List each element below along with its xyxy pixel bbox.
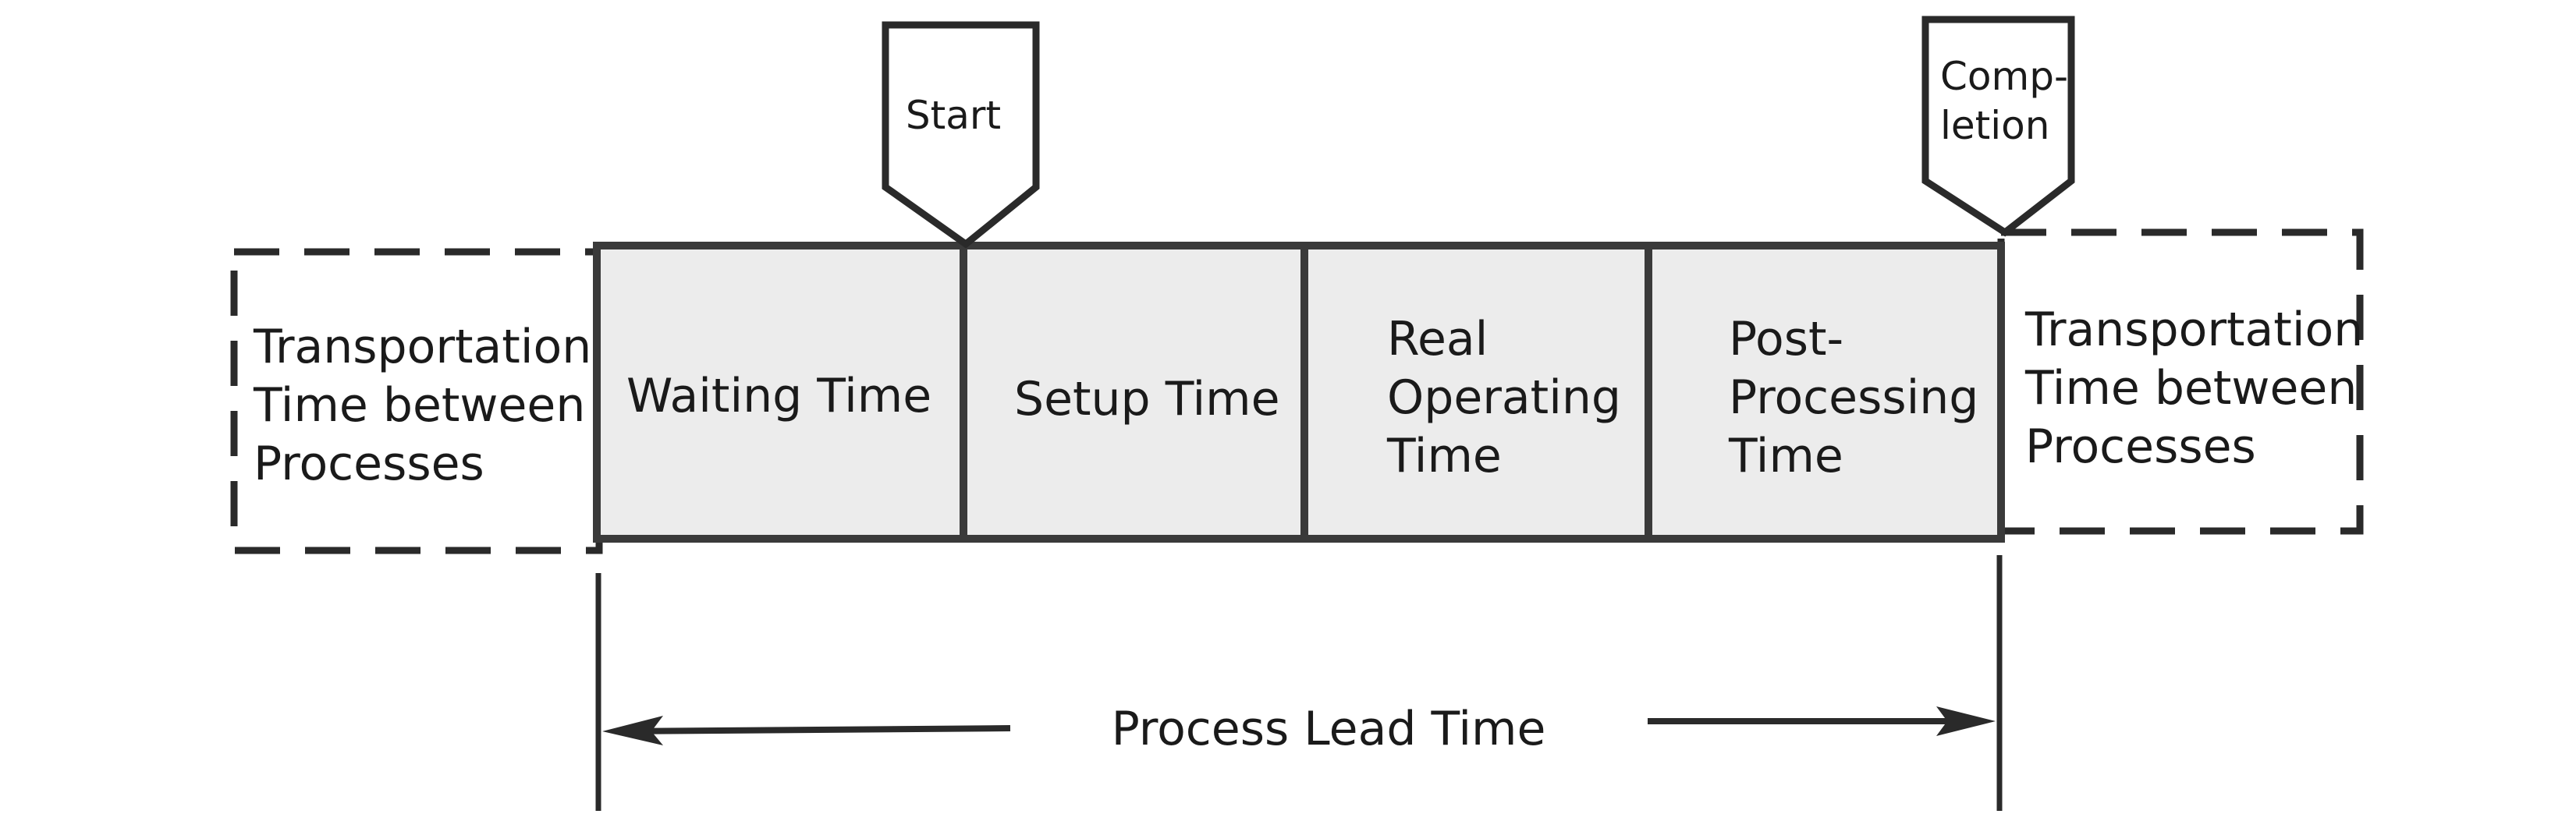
segment-label-post-processing-line-3: Time <box>1728 429 1843 483</box>
completion-marker-line-2: letion <box>1940 103 2049 148</box>
lead-time-label: Process Lead Time <box>1112 702 1546 756</box>
completion-marker-shape <box>1921 16 2075 237</box>
lead-time-arrow-right-head <box>1936 706 1996 736</box>
lead-time-arrow-left-head <box>602 716 663 745</box>
segment-label-real-operating-line-3: Time <box>1386 429 1502 483</box>
completion-marker-line-1: Comp- <box>1940 54 2068 99</box>
transport-before-line-3: Processes <box>254 437 484 491</box>
transport-after-line-1: Transportation <box>2024 303 2363 357</box>
segment-post-processing-time <box>1645 242 2005 543</box>
segment-label-post-processing-line-1: Post- <box>1729 312 1843 366</box>
transport-before-line-1: Transportation <box>253 320 591 374</box>
segment-label-post-processing-line-2: Processing <box>1729 370 1978 425</box>
transport-before-line-2: Time between <box>253 378 585 433</box>
start-marker-label: Start <box>906 93 1001 138</box>
segment-setup-time <box>960 242 1308 543</box>
transport-after-line-2: Time between <box>2024 361 2357 416</box>
transport-after-line-3: Processes <box>2025 419 2256 474</box>
segment-real-operating-time <box>1300 242 1652 543</box>
segment-label-real-operating-line-2: Operating <box>1387 370 1621 425</box>
segment-label-waiting-time: Waiting Time <box>626 369 931 423</box>
process-segments <box>593 242 2005 543</box>
lead-time-arrow-left-shaft <box>616 725 1011 734</box>
segment-label-real-operating-line-1: Real <box>1387 312 1488 366</box>
segment-label-setup-time: Setup Time <box>1014 372 1280 426</box>
start-marker-shape <box>882 21 1040 249</box>
